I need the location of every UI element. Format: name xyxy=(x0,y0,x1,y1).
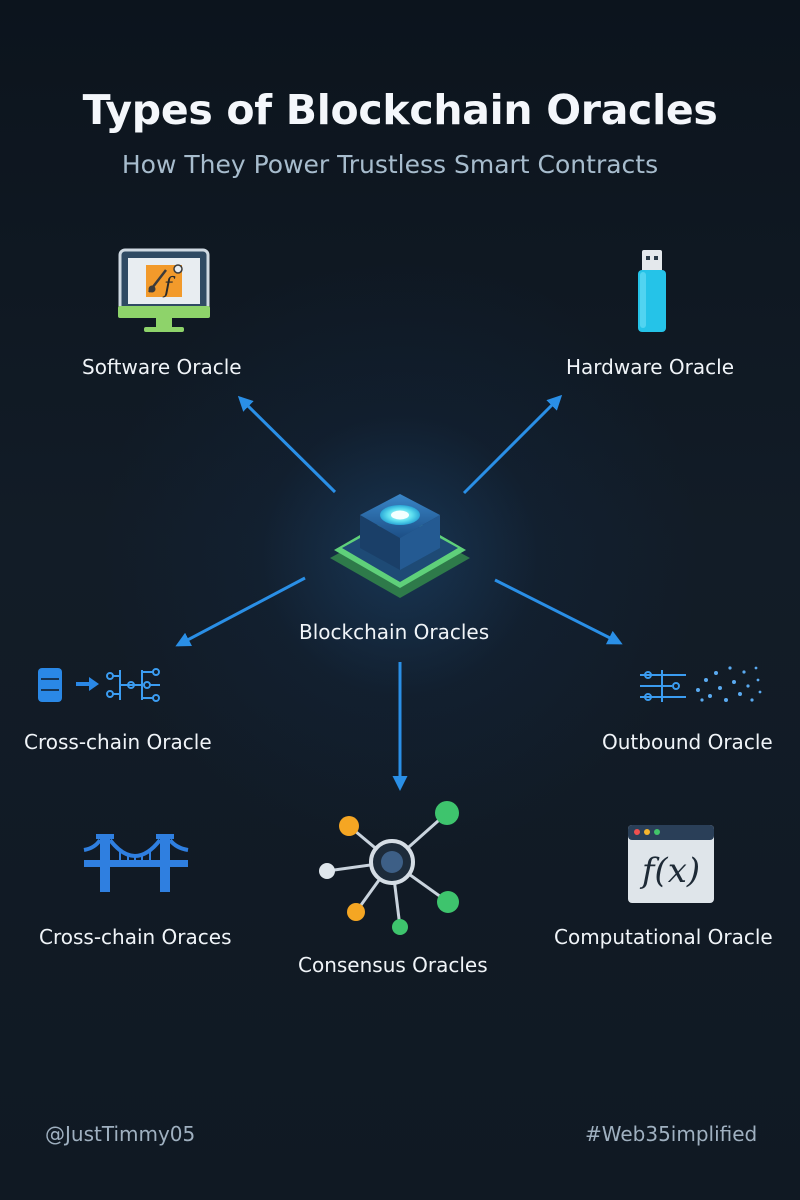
author-handle: @JustTimmy05 xyxy=(45,1122,196,1146)
arrow-to-cross-chain xyxy=(175,576,306,647)
consensus-oracles-label: Consensus Oracles xyxy=(298,953,488,977)
hardware-oracle-label: Hardware Oracle xyxy=(566,355,734,379)
computational-oracle-label: Computational Oracle xyxy=(554,925,773,949)
hashtag: #Web35implified xyxy=(585,1122,758,1146)
function-glyph-text: f(x) xyxy=(641,851,701,891)
page-subtitle: How They Power Trustless Smart Contracts xyxy=(121,150,659,179)
cross-chain-bridge-label: Cross-chain Oraces xyxy=(39,925,232,949)
cross-chain-oracle-label: Cross-chain Oracle xyxy=(24,730,212,754)
software-oracle-label: Software Oracle xyxy=(82,355,242,379)
arrow-to-software xyxy=(237,395,337,494)
center-label: Blockchain Oracles xyxy=(299,620,490,644)
arrow-to-hardware xyxy=(462,394,563,495)
function-glyph: f(x) xyxy=(628,846,714,896)
arrow-to-outbound xyxy=(494,578,623,645)
outbound-oracle-label: Outbound Oracle xyxy=(602,730,773,754)
page-title: Types of Blockchain Oracles xyxy=(82,86,718,134)
